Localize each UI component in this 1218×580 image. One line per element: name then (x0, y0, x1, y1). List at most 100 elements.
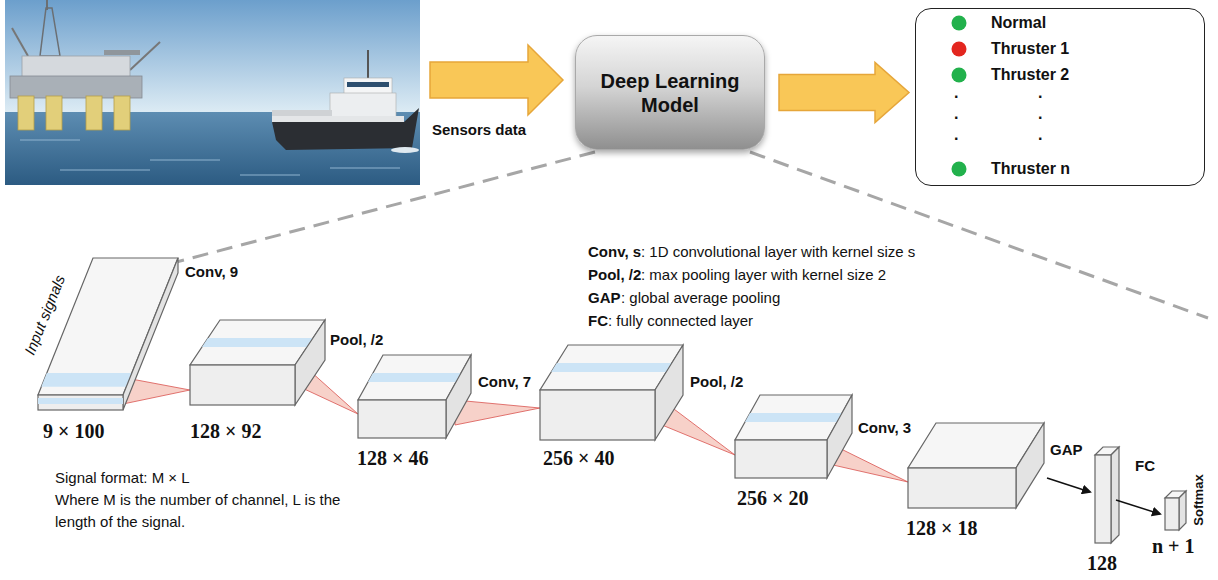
block-front (38, 395, 123, 410)
offshore-photo (5, 0, 420, 185)
dimension-label: 256 × 20 (737, 487, 808, 510)
platform-helideck (104, 50, 140, 55)
ship-mast (367, 50, 369, 80)
dimension-label: 9 × 100 (43, 420, 104, 443)
pool-block (358, 355, 471, 438)
softmax-vector (1165, 491, 1186, 530)
layer-operation: Conv, 3 (858, 418, 911, 438)
note-text: Where M is the number of channel, L is t… (55, 490, 340, 510)
note-text: Signal format: M × L (55, 468, 190, 488)
ship-windows (347, 82, 389, 87)
node-text: Thruster 2 (991, 65, 1069, 85)
node-title: Normal (991, 13, 1046, 33)
layer-blocks (38, 258, 1186, 543)
block-front (1095, 455, 1111, 543)
dimension-label: 128 (1087, 552, 1117, 575)
status-dot (952, 16, 967, 31)
block-front (540, 390, 655, 440)
ship-deck-band (272, 116, 404, 123)
layer-operation: Conv, 9 (185, 262, 238, 282)
output-list-box: NormalThruster 1Thruster 2......Thruster… (915, 8, 1205, 186)
receptive-field (833, 445, 908, 482)
node-title: Deep Learning Model (588, 69, 752, 117)
model-box: Deep Learning Model (575, 35, 765, 150)
node-text: . (954, 104, 958, 124)
status-dots (916, 9, 1204, 185)
layer-operation: Softmax (1189, 474, 1209, 525)
node-text: Thruster n (991, 159, 1070, 179)
block-side (827, 395, 852, 478)
block-front (358, 400, 446, 438)
gap-vector (1095, 447, 1119, 543)
status-dot (952, 162, 967, 177)
block-front (1165, 498, 1179, 530)
layer-operation: GAP (1050, 440, 1083, 460)
block-highlight (368, 373, 461, 382)
block-side (1179, 491, 1186, 530)
legend-definition: : fully connected layer (608, 311, 753, 331)
dimension-label: n + 1 (1152, 535, 1195, 558)
block-side (1111, 447, 1119, 543)
note-text: length of the signal. (55, 512, 185, 532)
receptive-fields (123, 362, 908, 482)
platform-boom (130, 42, 160, 70)
block-highlight (202, 338, 313, 347)
fc-arrow (1116, 500, 1160, 514)
status-dot (952, 42, 967, 57)
ship-superstructure (330, 93, 396, 119)
block-side (655, 345, 683, 440)
legend-definition: : global average pooling (621, 288, 780, 308)
block-side (123, 258, 178, 410)
node-text: . (954, 83, 958, 103)
legend-term: FC (588, 311, 608, 331)
legend-definition: : max pooling layer with kernel size 2 (641, 265, 886, 285)
layer-operation: Conv, 7 (478, 372, 531, 392)
block-front (908, 468, 1016, 508)
conv-block (908, 423, 1044, 508)
block-highlight (745, 413, 842, 422)
node-text: . (1038, 125, 1042, 145)
block-front (190, 365, 295, 405)
dimension-label: 128 × 18 (906, 517, 977, 540)
ship-hull (272, 108, 419, 150)
ship-bridge (344, 78, 392, 94)
legend-definition: : 1D convolutional layer with kernel siz… (641, 242, 915, 262)
status-dot (952, 68, 967, 83)
layer-operation: FC (1135, 456, 1155, 476)
legend-term: Conv, s (588, 242, 641, 262)
gap-arrow (1047, 478, 1090, 492)
dimension-label: 256 × 40 (543, 447, 614, 470)
legend-term: GAP (588, 288, 621, 308)
block-highlight (551, 363, 672, 372)
conv-block (540, 345, 683, 440)
block-front (735, 440, 827, 478)
platform-column (86, 96, 102, 130)
zoom-line (165, 152, 595, 265)
platform-deck (10, 76, 142, 98)
node-text: . (1038, 104, 1042, 124)
block-side (1016, 423, 1044, 508)
dimension-label: 128 × 46 (357, 447, 428, 470)
zoom-lines (165, 152, 1208, 318)
ship-wake (391, 147, 419, 153)
platform-derrick (40, 8, 60, 56)
block-side (295, 320, 325, 405)
conv-block (190, 320, 325, 405)
block-side (446, 355, 471, 438)
layer-operation: Pool, /2 (330, 330, 383, 350)
node-text: . (1038, 83, 1042, 103)
layer-operation: Pool, /2 (690, 372, 743, 392)
pool-block (735, 395, 852, 478)
platform-column (114, 96, 130, 130)
legend-term: Pool, /2 (588, 265, 641, 285)
platform-column (18, 96, 34, 130)
input-arrow (430, 45, 563, 115)
edge-label: Sensors data (432, 120, 526, 140)
block-highlight (38, 398, 123, 404)
receptive-field (455, 400, 540, 425)
node-text: Thruster 1 (991, 39, 1069, 59)
platform-upper-deck (22, 56, 130, 78)
block-highlight (41, 373, 132, 387)
dimension-label: 128 × 92 (190, 420, 261, 443)
